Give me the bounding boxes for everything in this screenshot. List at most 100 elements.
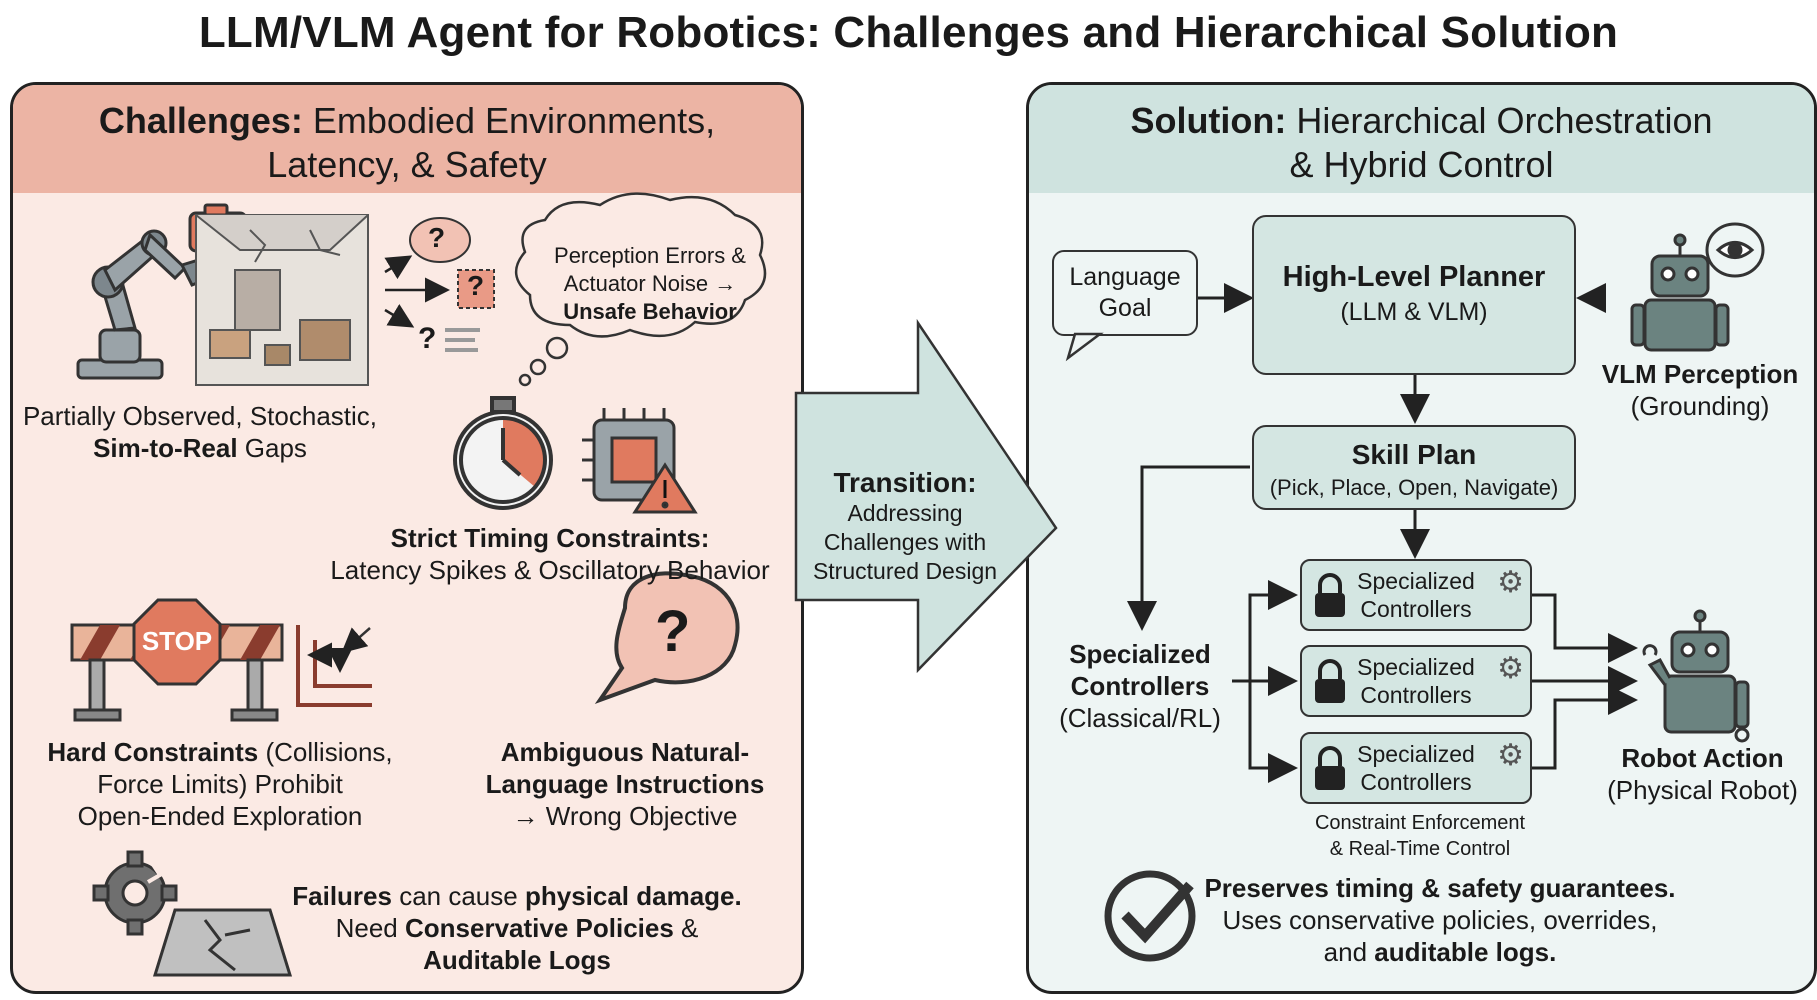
transition-line1: Addressing	[847, 500, 963, 526]
perception-line2: Actuator Noise →	[563, 271, 737, 296]
hard-line2: Force Limits) Prohibit	[97, 769, 343, 799]
ambig-bold2: Language Instructions	[485, 769, 765, 799]
vlm-bold: VLM Perception	[1601, 359, 1799, 389]
transition-caption: Transition: Addressing Challenges with S…	[790, 468, 1020, 586]
fail-line2a: Need	[335, 913, 405, 943]
vlm-sub: (Grounding)	[1630, 391, 1770, 421]
preserve-line2: Uses conservative policies, overrides,	[1222, 905, 1658, 935]
skill-sub: (Pick, Place, Open, Navigate)	[1269, 475, 1559, 500]
planner-title: High-Level Planner	[1282, 261, 1546, 293]
page-title: LLM/VLM Agent for Robotics: Challenges a…	[198, 8, 1619, 57]
messy-room-icon	[195, 214, 369, 386]
preserves-caption: Preserves timing & safety guarantees. Us…	[1190, 872, 1690, 968]
hard-bold: Hard Constraints	[47, 737, 259, 767]
constraint-line2: & Real-Time Control	[1329, 838, 1511, 860]
spec-bold1: Specialized	[1069, 639, 1211, 669]
perception-caption: Perception Errors & Actuator Noise → Uns…	[530, 242, 770, 326]
cracked-floor-icon	[152, 908, 293, 977]
robot-action-caption: Robot Action (Physical Robot)	[1585, 742, 1817, 806]
preserve-line3b: auditable logs.	[1374, 937, 1557, 967]
action-sub: (Physical Robot)	[1607, 775, 1798, 805]
vlm-perception-caption: VLM Perception (Grounding)	[1580, 358, 1817, 422]
constraint-line1: Constraint Enforcement	[1314, 812, 1526, 834]
solution-header: Solution: Hierarchical Orchestration & H…	[1029, 85, 1814, 193]
ambiguous-caption: Ambiguous Natural- Language Instructions…	[465, 736, 785, 832]
hard-line3: Open-Ended Exploration	[77, 801, 363, 831]
skill-title: Skill Plan	[1351, 439, 1477, 470]
fail-bold2: physical damage.	[524, 881, 742, 911]
fail-bold1: Failures	[292, 881, 392, 911]
challenges-header-line2: Latency, & Safety	[267, 144, 547, 185]
transition-line3: Structured Design	[812, 558, 998, 584]
controller-line2: Controllers	[1360, 769, 1472, 795]
controller-line2: Controllers	[1360, 682, 1472, 708]
action-robot-icon	[1642, 609, 1750, 743]
perception-line1: Perception Errors &	[554, 243, 746, 268]
specialized-controllers-caption: Specialized Controllers (Classical/RL)	[1040, 638, 1240, 734]
solution-header-line2: & Hybrid Control	[1289, 144, 1554, 185]
partial-bold: Sim-to-Real	[93, 433, 238, 463]
q-mark-3: ?	[418, 322, 437, 355]
perception-bold: Unsafe Behavior	[563, 299, 737, 324]
fail-bold3: Conservative Policies	[405, 913, 674, 943]
timing-line2: Latency Spikes & Oscillatory Behavior	[330, 555, 770, 585]
fail-line2b: &	[673, 913, 699, 943]
action-bold: Robot Action	[1621, 743, 1784, 773]
flow-arrows	[1127, 283, 1638, 783]
failures-caption: Failures can cause physical damage. Need…	[272, 880, 762, 976]
fail-mid: can cause	[391, 881, 525, 911]
planner-sub: (LLM & VLM)	[1340, 298, 1488, 326]
transition-arrow	[794, 318, 1058, 674]
q-mark-1: ?	[428, 222, 446, 253]
ambig-line3: → Wrong Objective	[512, 801, 738, 831]
spec-sub: (Classical/RL)	[1059, 703, 1221, 733]
timing-caption: Strict Timing Constraints: Latency Spike…	[310, 522, 790, 586]
controller-line2: Controllers	[1360, 596, 1472, 622]
stop-sign-text: STOP	[141, 626, 213, 656]
controller-line1: Specialized	[1357, 654, 1475, 680]
partial-observed-caption: Partially Observed, Stochastic, Sim-to-R…	[20, 400, 380, 464]
perception-robot-icon	[1630, 222, 1765, 352]
force-limit-icon	[296, 625, 372, 707]
skill-plan-box: Skill Plan (Pick, Place, Open, Navigate)	[1252, 425, 1576, 510]
gear-icon: ⚙	[1497, 739, 1524, 772]
transition-line2: Challenges with	[823, 529, 987, 555]
controller-line1: Specialized	[1357, 568, 1475, 594]
solution-header-bold: Solution:	[1130, 100, 1287, 141]
thought-cloud-icon	[515, 192, 767, 387]
gear-icon: ⚙	[1497, 652, 1524, 685]
q-mark-2: ?	[467, 270, 485, 301]
uncertainty-icons	[384, 217, 495, 352]
lock-icon	[1315, 659, 1345, 703]
challenges-header: Challenges: Embodied Environments, Laten…	[13, 85, 801, 193]
robot-arm-icon	[76, 229, 212, 380]
fail-bold4: Auditable Logs	[423, 945, 611, 975]
constraint-enforcement-caption: Constraint Enforcement & Real-Time Contr…	[1270, 810, 1570, 862]
speech-bubble-icon	[594, 571, 740, 705]
controller-line1: Specialized	[1357, 741, 1475, 767]
high-level-planner-box: High-Level Planner (LLM & VLM)	[1252, 215, 1576, 375]
preserve-line3a: and	[1323, 937, 1375, 967]
preserve-bold: Preserves timing & safety guarantees.	[1204, 873, 1676, 903]
partial-rest: Gaps	[237, 433, 307, 463]
barrier-stop-icon	[70, 598, 284, 722]
checkmark-icon	[1104, 870, 1196, 962]
language-goal-line1: Language	[1069, 263, 1181, 291]
challenges-header-bold: Challenges:	[98, 100, 303, 141]
lock-icon	[1315, 746, 1345, 790]
challenges-header-rest: Embodied Environments,	[302, 100, 716, 141]
stopwatch-icon	[453, 396, 553, 510]
spec-bold2: Controllers	[1070, 671, 1210, 701]
lock-icon	[1315, 573, 1345, 617]
speech-q-mark: ?	[655, 599, 691, 664]
transition-bold: Transition:	[833, 467, 977, 498]
broken-gear-icon	[92, 850, 178, 936]
solution-header-rest: Hierarchical Orchestration	[1286, 100, 1713, 141]
